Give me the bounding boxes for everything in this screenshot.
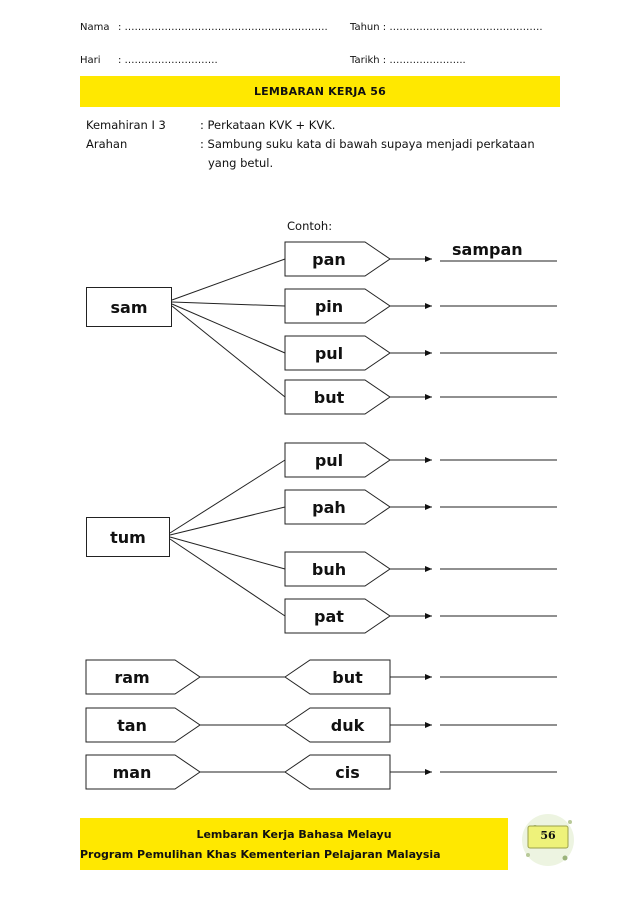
suffix-pul[interactable]: pul — [314, 343, 344, 363]
footer-line1: Lembaran Kerja Bahasa Melayu — [196, 828, 392, 841]
left-man[interactable]: man — [112, 762, 152, 782]
hari-label: Hari — [80, 55, 101, 66]
page-badge-icon — [522, 814, 574, 866]
page-number: 56 — [540, 829, 556, 842]
example-answer: sampan — [452, 240, 523, 259]
suffix-but[interactable]: but — [313, 387, 345, 407]
suffix-pat[interactable]: pat — [314, 606, 344, 626]
right-duk[interactable]: duk — [330, 715, 365, 735]
right-cis[interactable]: cis — [335, 762, 360, 782]
nama-blank[interactable]: : ……………………………………………………. — [118, 22, 328, 33]
tahun-field[interactable]: Tahun : ………………………………………. — [350, 22, 543, 33]
nama-label: Nama — [80, 22, 110, 33]
footer-line2: Program Pemulihan Khas Kementerian Pelaj… — [80, 848, 441, 861]
example-label: Contoh: — [287, 219, 333, 233]
suffix-pan[interactable]: pan — [312, 249, 346, 269]
root-box-sam: sam — [86, 287, 172, 327]
tarikh-field[interactable]: Tarikh : ………………….. — [350, 55, 466, 66]
kemahiran-label: Kemahiran I 3 — [86, 118, 166, 132]
arahan-line1: : Sambung suku kata di bawah supaya menj… — [200, 137, 535, 151]
worksheet-title: LEMBARAN KERJA 56 — [80, 76, 560, 107]
root-box-tum: tum — [86, 517, 170, 557]
hari-blank[interactable]: : ………………………. — [118, 55, 218, 66]
left-tan[interactable]: tan — [117, 715, 147, 735]
right-but[interactable]: but — [332, 667, 363, 687]
arahan-label: Arahan — [86, 137, 128, 151]
kemahiran-value: : Perkataan KVK + KVK. — [200, 118, 336, 132]
arahan-line2: yang betul. — [208, 156, 274, 170]
footer-bar: Lembaran Kerja Bahasa Melayu Program Pem… — [80, 818, 508, 870]
left-ram[interactable]: ram — [114, 667, 150, 687]
suffix-pah[interactable]: pah — [312, 497, 346, 517]
suffix-pul-2[interactable]: pul — [314, 450, 344, 470]
suffix-pin[interactable]: pin — [314, 296, 344, 316]
suffix-buh[interactable]: buh — [311, 559, 347, 579]
